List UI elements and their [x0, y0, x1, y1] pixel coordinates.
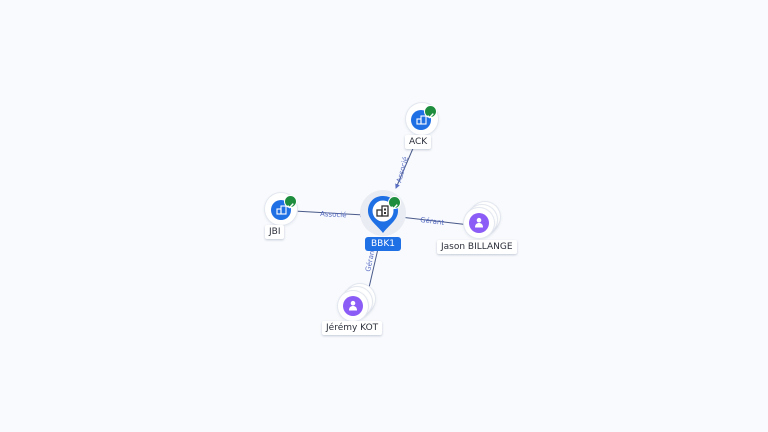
node-jason-billange[interactable]: Jason BILLANGE — [434, 200, 526, 258]
node-jeremy-kot[interactable]: Jérémy KOT — [320, 282, 388, 338]
node-ack[interactable]: ACK — [403, 100, 443, 152]
edge-label-ack: Associé — [395, 156, 410, 184]
node-jbi[interactable]: JBI — [262, 190, 302, 242]
edge-jason-bbk1[interactable] — [399, 214, 471, 226]
verified-check-icon — [424, 105, 437, 119]
verified-check-icon — [284, 195, 297, 209]
building-icon — [276, 205, 287, 215]
building-icon — [416, 115, 427, 125]
building-icon — [376, 205, 390, 217]
node-ack-label: ACK — [405, 135, 432, 149]
user-icon — [474, 217, 484, 228]
edge-jbi-bbk1[interactable] — [293, 210, 365, 218]
node-bbk1-label: BBK1 — [365, 237, 401, 251]
node-jbi-label: JBI — [265, 225, 285, 239]
node-bbk1[interactable]: BBK1 — [360, 190, 408, 252]
node-jeremy-label: Jérémy KOT — [322, 321, 383, 335]
edge-label-jbi: Associé — [320, 210, 347, 219]
edge-label-jason: Gérant — [420, 216, 445, 227]
user-icon — [348, 300, 358, 311]
node-jason-label: Jason BILLANGE — [437, 240, 517, 254]
verified-check-icon — [388, 196, 401, 210]
